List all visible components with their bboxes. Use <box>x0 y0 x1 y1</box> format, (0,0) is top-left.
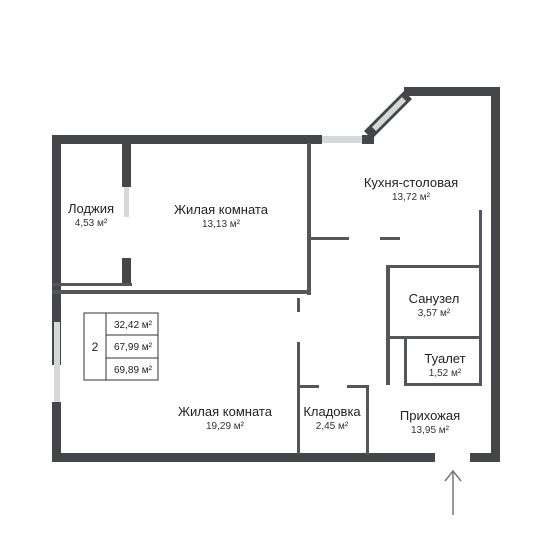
room-area-loggia: 4,53 м² <box>75 218 108 229</box>
outer-walls <box>52 87 500 462</box>
room-name-bathroom: Санузел <box>409 291 460 306</box>
room-area-kitchen: 13,72 м² <box>392 192 431 203</box>
wall-toilet-bottom <box>404 383 482 386</box>
summary-rooms-count: 2 <box>92 340 99 354</box>
arrow-up-icon <box>444 469 462 515</box>
wall-loggia-floor <box>52 283 132 286</box>
wall-living2-right <box>297 342 300 454</box>
wall-right <box>491 87 500 462</box>
wall-left-upper <box>52 135 61 365</box>
room-area-storage: 2,45 м² <box>316 421 349 432</box>
room-name-living1: Жилая комната <box>174 202 269 217</box>
wall-kitchen-stub2 <box>380 237 400 240</box>
wall-top-left <box>52 135 322 144</box>
summary-total-with-loggia: 69,89 м² <box>114 365 153 376</box>
wall-loggia-bottom <box>122 258 131 285</box>
summary-table: 2 32,42 м² 67,99 м² 69,89 м² <box>83 312 159 381</box>
room-name-hallway: Прихожая <box>400 408 460 423</box>
wall-kitchen-stub <box>311 237 349 240</box>
wall-bath-toilet <box>386 336 482 339</box>
window-kitchen-top <box>322 136 364 143</box>
wall-shaft <box>479 210 482 386</box>
wall-bottom-right <box>470 453 500 462</box>
room-name-kitchen: Кухня-столовая <box>364 175 458 190</box>
wall-living1-right <box>307 143 311 295</box>
wall-bottom-left <box>52 453 435 462</box>
inner-walls <box>52 135 482 455</box>
wall-top-corner <box>362 135 374 144</box>
wall-living1-bottom <box>52 290 310 294</box>
wall-top-right <box>404 87 500 96</box>
wall-toilet-left <box>404 339 407 385</box>
window-loggia-door <box>124 187 129 217</box>
wall-bath-left <box>386 265 390 385</box>
wall-bath-top <box>386 265 482 268</box>
wall-loggia-top <box>122 135 131 187</box>
wall-storage-top-right <box>347 385 369 388</box>
room-labels: Лоджия 4,53 м² Жилая комната 13,13 м² Ку… <box>68 175 466 436</box>
wall-door-stub-1 <box>297 298 300 312</box>
room-area-living1: 13,13 м² <box>202 219 241 230</box>
room-name-loggia: Лоджия <box>68 201 114 216</box>
room-name-toilet: Туалет <box>424 351 465 366</box>
wall-left-lower <box>52 402 61 462</box>
room-name-storage: Кладовка <box>303 404 361 419</box>
room-area-toilet: 1,52 м² <box>429 368 462 379</box>
summary-total-area: 67,99 м² <box>114 342 153 353</box>
room-area-hallway: 13,95 м² <box>411 425 450 436</box>
room-name-living2: Жилая комната <box>178 404 273 419</box>
room-area-living2: 19,29 м² <box>206 421 245 432</box>
room-area-bathroom: 3,57 м² <box>418 308 451 319</box>
wall-storage-top-left <box>297 385 319 388</box>
window-left-lower <box>54 322 60 402</box>
summary-total-loggia-cell <box>105 357 159 381</box>
window-diagonal <box>372 97 406 131</box>
summary-living-area: 32,42 м² <box>114 320 153 331</box>
wall-storage-right <box>366 385 369 455</box>
